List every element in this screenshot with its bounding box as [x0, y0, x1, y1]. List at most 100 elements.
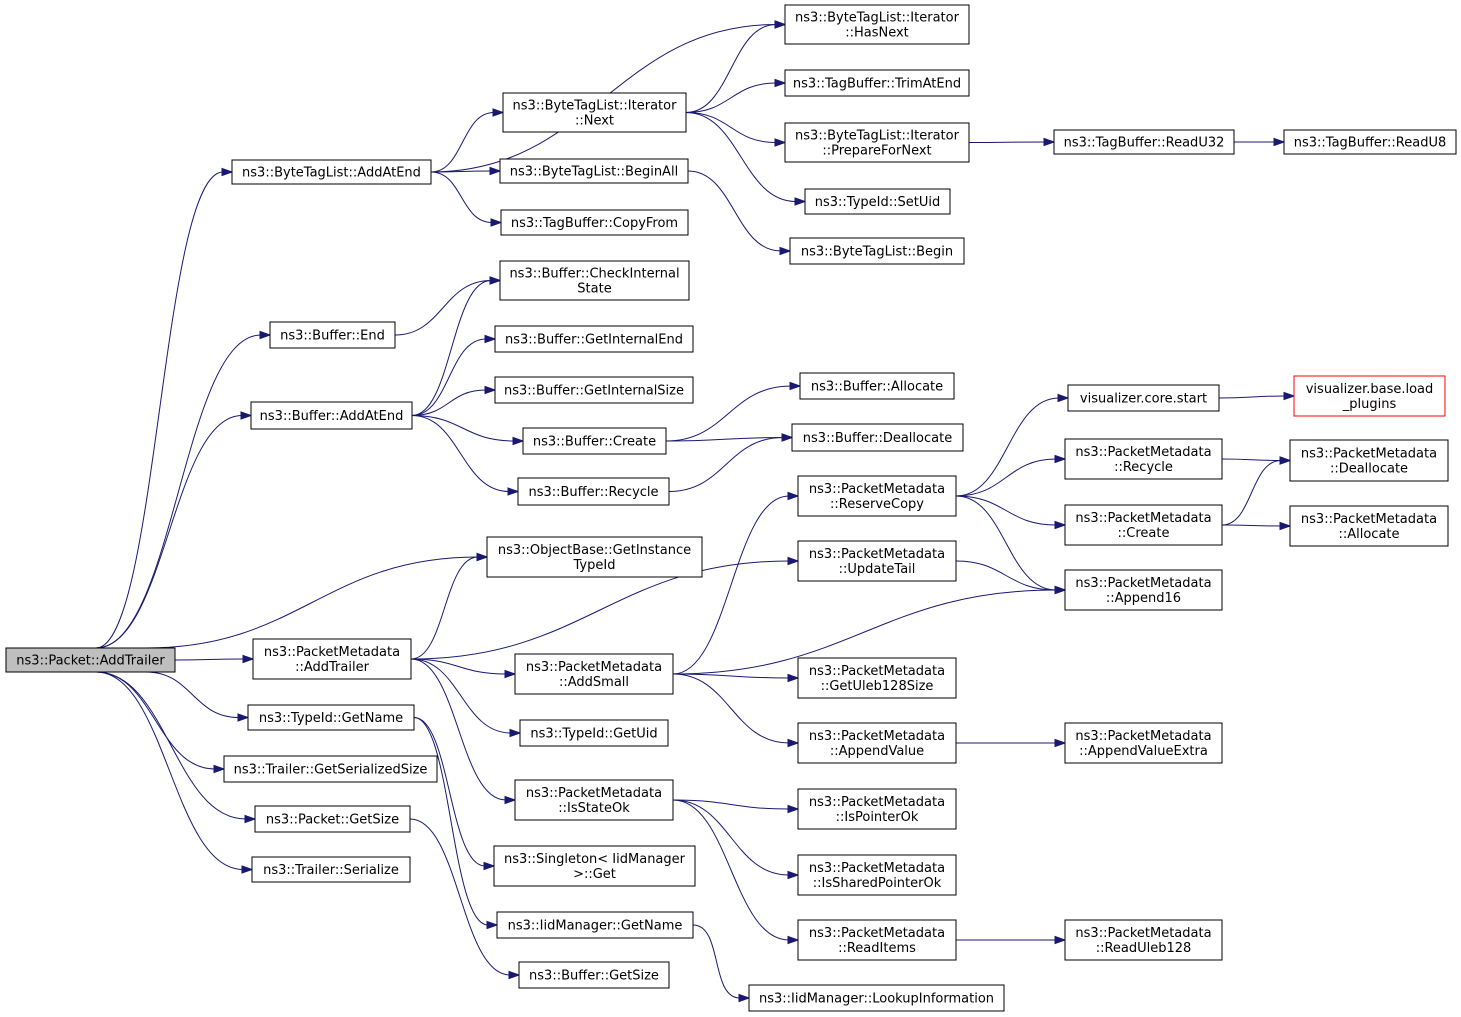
node-box	[517, 477, 670, 506]
node-pm-readitems[interactable]: ns3::PacketMetadata::ReadItems	[797, 919, 957, 961]
node-iidmanager-getname[interactable]: ns3::IidManager::GetName	[496, 911, 694, 939]
node-tagbuffer-trimatend[interactable]: ns3::TagBuffer::TrimAtEnd	[784, 69, 970, 97]
node-label: ns3::TypeId::GetUid	[530, 727, 657, 742]
call-edge	[692, 924, 751, 1003]
node-label: ns3::PacketMetadata	[526, 660, 662, 675]
node-label: visualizer.base.load	[1306, 382, 1434, 397]
node-label: ::AddSmall	[559, 675, 629, 690]
call-edge	[411, 276, 502, 416]
node-bytetaglist-beginall[interactable]: ns3::ByteTagList::BeginAll	[499, 158, 689, 184]
call-edge	[955, 454, 1067, 497]
node-pm-deallocate[interactable]: ns3::PacketMetadata::Deallocate	[1289, 439, 1449, 482]
node-label: ns3::PacketMetadata	[1075, 511, 1211, 526]
node-label: ::Create	[1118, 526, 1170, 541]
node-iter-next[interactable]: ns3::ByteTagList::Iterator::Next	[502, 92, 687, 133]
call-edge	[955, 495, 1067, 530]
node-box	[797, 919, 957, 961]
node-label: ns3::PacketMetadata	[264, 645, 400, 660]
node-buffer-end[interactable]: ns3::Buffer::End	[269, 321, 396, 349]
call-edge	[955, 393, 1070, 497]
node-label: ns3::PacketMetadata	[1075, 926, 1211, 941]
node-pm-appendvalue[interactable]: ns3::PacketMetadata::AppendValue	[797, 722, 957, 764]
node-pm-allocate[interactable]: ns3::PacketMetadata::Allocate	[1289, 505, 1449, 547]
node-label: ns3::Trailer::GetSerializedSize	[234, 763, 428, 778]
node-pm-isstateok[interactable]: ns3::PacketMetadata::IsStateOk	[514, 779, 674, 821]
call-edge	[968, 137, 1056, 147]
node-label: visualizer.core.start	[1080, 392, 1207, 407]
node-pm-ispointerok[interactable]: ns3::PacketMetadata::IsPointerOk	[797, 788, 957, 830]
node-singleton-get[interactable]: ns3::Singleton< IidManager>::Get	[493, 845, 696, 887]
node-box	[748, 984, 1005, 1012]
call-edge	[956, 738, 1067, 748]
node-box	[1064, 919, 1223, 961]
node-box	[1064, 569, 1223, 611]
node-tagbuffer-readu32[interactable]: ns3::TagBuffer::ReadU32	[1053, 129, 1235, 155]
node-pm-updatetail[interactable]: ns3::PacketMetadata::UpdateTail	[797, 540, 957, 582]
node-label: ns3::ByteTagList::AddAtEnd	[242, 166, 421, 181]
node-box	[784, 69, 970, 97]
node-label: ns3::TagBuffer::ReadU32	[1064, 136, 1225, 151]
node-vis-core-start[interactable]: visualizer.core.start	[1067, 384, 1220, 412]
node-buffer-create[interactable]: ns3::Buffer::Create	[522, 427, 667, 455]
node-pm-addsmall[interactable]: ns3::PacketMetadata::AddSmall	[514, 653, 674, 695]
node-bytetaglist-addatend[interactable]: ns3::ByteTagList::AddAtEnd	[231, 159, 432, 185]
node-label: ns3::Buffer::GetSize	[529, 969, 659, 984]
node-box	[797, 540, 957, 582]
node-pm-issharedpointerok[interactable]: ns3::PacketMetadata::IsSharedPointerOk	[797, 854, 957, 896]
node-pm-recycle[interactable]: ns3::PacketMetadata::Recycle	[1064, 438, 1223, 480]
node-label: ns3::PacketMetadata	[1075, 445, 1211, 460]
node-box	[500, 209, 689, 236]
node-packet-getsize[interactable]: ns3::Packet::GetSize	[254, 805, 411, 833]
node-typeid-setuid[interactable]: ns3::TypeId::SetUid	[804, 188, 951, 215]
node-add-trailer[interactable]: ns3::Packet::AddTrailer	[5, 647, 176, 673]
node-typeid-getname[interactable]: ns3::TypeId::GetName	[247, 704, 415, 731]
node-vis-base-load[interactable]: visualizer.base.load_plugins	[1293, 375, 1446, 417]
call-edge	[672, 673, 800, 683]
node-box	[518, 961, 670, 989]
node-label: ::ReserveCopy	[830, 497, 924, 512]
call-edge	[956, 935, 1067, 945]
node-label: ns3::ObjectBase::GetInstance	[498, 543, 691, 558]
call-edge	[687, 170, 792, 256]
node-buffer-allocate[interactable]: ns3::Buffer::Allocate	[799, 372, 955, 400]
call-edge	[685, 112, 807, 206]
node-pm-append16[interactable]: ns3::PacketMetadata::Append16	[1064, 569, 1223, 611]
node-iter-prepare[interactable]: ns3::ByteTagList::Iterator::PrepareForNe…	[784, 122, 970, 163]
node-iidmanager-lookup[interactable]: ns3::IidManager::LookupInformation	[748, 984, 1005, 1012]
call-edge	[672, 799, 800, 945]
node-box	[1064, 438, 1223, 480]
node-box	[250, 401, 413, 430]
node-typeid-getuid[interactable]: ns3::TypeId::GetUid	[519, 719, 669, 747]
call-edge	[95, 411, 253, 649]
node-pm-create[interactable]: ns3::PacketMetadata::Create	[1064, 504, 1223, 546]
node-buffer-deallocate[interactable]: ns3::Buffer::Deallocate	[791, 423, 964, 452]
node-buffer-recycle[interactable]: ns3::Buffer::Recycle	[517, 477, 670, 506]
node-pm-addtrailer[interactable]: ns3::PacketMetadata::AddTrailer	[252, 638, 412, 680]
node-box	[522, 427, 667, 455]
node-iter-hasnext[interactable]: ns3::ByteTagList::Iterator::HasNext	[784, 4, 970, 45]
node-box	[1283, 129, 1457, 155]
node-pm-getuleb128size[interactable]: ns3::PacketMetadata::GetUleb128Size	[797, 657, 957, 699]
node-box	[1067, 384, 1220, 412]
node-buffer-getinternalsize[interactable]: ns3::Buffer::GetInternalSize	[494, 376, 694, 404]
node-pm-readuleb128[interactable]: ns3::PacketMetadata::ReadUleb128	[1064, 919, 1223, 961]
node-trailer-getserializedsize[interactable]: ns3::Trailer::GetSerializedSize	[223, 755, 438, 783]
node-pm-reservecopy[interactable]: ns3::PacketMetadata::ReserveCopy	[797, 475, 957, 517]
node-box	[1289, 439, 1449, 482]
node-label: ::GetUleb128Size	[821, 679, 934, 694]
node-pm-appendvalueextra[interactable]: ns3::PacketMetadata::AppendValueExtra	[1064, 722, 1223, 764]
node-tagbuffer-copyfrom[interactable]: ns3::TagBuffer::CopyFrom	[500, 209, 689, 236]
node-buffer-addatend[interactable]: ns3::Buffer::AddAtEnd	[250, 401, 413, 430]
node-trailer-serialize[interactable]: ns3::Trailer::Serialize	[251, 856, 411, 883]
node-box	[519, 719, 669, 747]
node-box	[5, 647, 176, 673]
node-bytetaglist-begin[interactable]: ns3::ByteTagList::Begin	[789, 237, 965, 265]
node-tagbuffer-readu8[interactable]: ns3::TagBuffer::ReadU8	[1283, 129, 1457, 155]
node-buffer-getsize[interactable]: ns3::Buffer::GetSize	[518, 961, 670, 989]
node-label: ::Recycle	[1114, 460, 1173, 475]
node-box	[486, 536, 703, 578]
node-box	[254, 805, 411, 833]
node-buffer-getinternalend[interactable]: ns3::Buffer::GetInternalEnd	[494, 325, 694, 353]
